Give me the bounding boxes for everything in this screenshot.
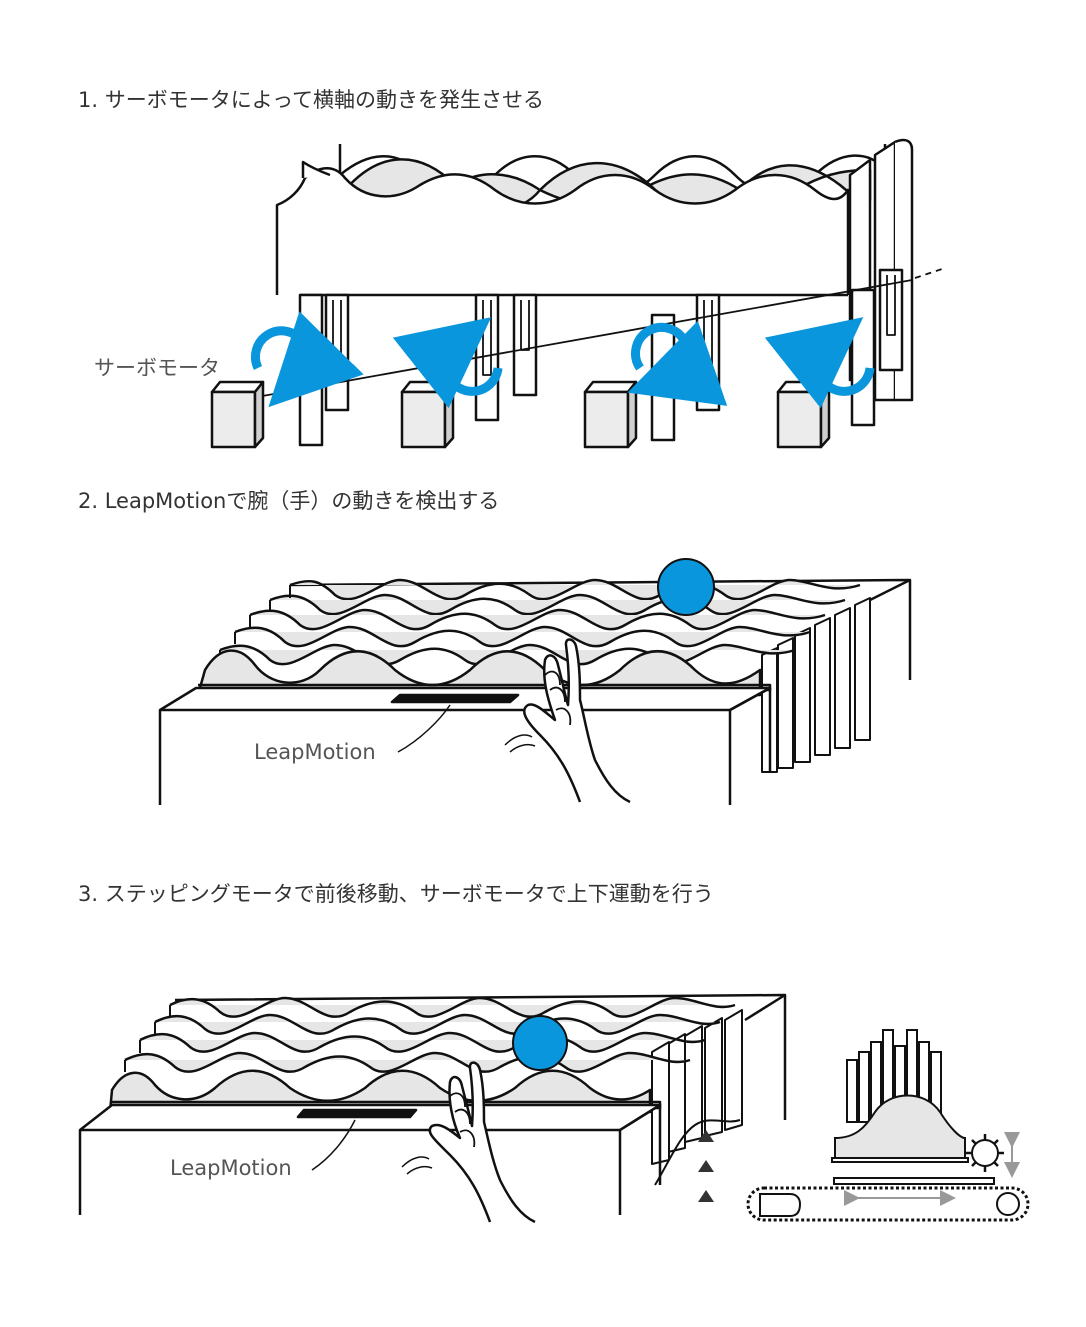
stepping-motor-diagram	[0, 960, 1086, 1240]
ball-icon	[658, 559, 714, 615]
leapmotion-sensor	[298, 1110, 416, 1117]
belt-pulley-icon	[748, 1188, 1028, 1220]
servo-mechanism-diagram	[0, 130, 1086, 460]
step-3-heading: 3. ステッピングモータで前後移動、サーボモータで上下運動を行う	[78, 878, 714, 908]
servo-box	[402, 382, 453, 447]
servo-box	[585, 382, 636, 447]
up-arrow-icon	[698, 1160, 714, 1172]
post	[514, 295, 536, 395]
servo-box	[778, 382, 829, 447]
wave-row	[235, 627, 810, 646]
gear-icon	[966, 1134, 1004, 1172]
ball-icon	[513, 1016, 567, 1070]
servo-box	[212, 382, 263, 447]
leapmotion-sensor	[392, 695, 518, 702]
post	[852, 290, 874, 425]
wave-row	[170, 998, 735, 1017]
wave-row	[140, 1033, 705, 1052]
leapmotion-label-1: LeapMotion	[254, 740, 376, 764]
wave-row	[125, 1053, 690, 1072]
lift-mechanism-detail	[832, 1030, 994, 1184]
step-1-heading: 1. サーボモータによって横軸の動きを発生させる	[78, 84, 544, 114]
base-box	[160, 688, 770, 805]
step-2-heading: 2. LeapMotionで腕（手）の動きを検出する	[78, 485, 499, 515]
leapmotion-detection-diagram	[0, 540, 1086, 820]
post	[697, 295, 719, 410]
leapmotion-label-2: LeapMotion	[170, 1156, 292, 1180]
servo-motor-label: サーボモータ	[94, 352, 220, 382]
wave-row	[155, 1015, 720, 1034]
post	[326, 295, 348, 410]
base-box	[80, 1105, 660, 1215]
up-arrow-icon	[698, 1190, 714, 1202]
